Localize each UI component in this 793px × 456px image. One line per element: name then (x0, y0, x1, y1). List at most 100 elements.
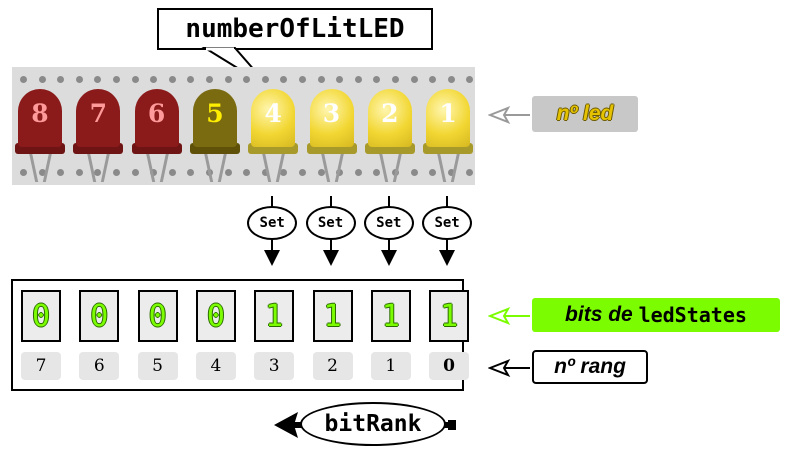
breadboard-hole (317, 169, 325, 176)
breadboard-hole (447, 76, 455, 83)
led-leg (261, 152, 272, 182)
led-leg (145, 152, 155, 182)
breadboard-hole (94, 169, 102, 176)
bit-cell: 1 (429, 290, 470, 342)
breadboard-hole (75, 76, 83, 83)
bit-cell: 0 (137, 290, 178, 342)
breadboard-hole (447, 169, 455, 176)
rank-cell: 5 (137, 352, 178, 380)
breadboard-hole (94, 76, 102, 83)
led-dome (18, 89, 62, 147)
breadboard-hole (280, 76, 288, 83)
led-leg (436, 152, 447, 182)
led-number: 3 (322, 99, 341, 128)
breadboard-hole (243, 169, 251, 176)
bit-cell: 1 (312, 290, 353, 342)
led-number: 8 (31, 99, 49, 128)
led-number: 1 (439, 99, 457, 128)
breadboard-hole (224, 76, 232, 83)
rank-arrow (488, 359, 530, 377)
breadboard-hole (131, 76, 139, 83)
led-leg (159, 152, 169, 182)
rank-cell: 7 (21, 352, 61, 380)
breadboard-hole (75, 169, 83, 176)
breadboard-hole (410, 76, 418, 83)
led-rim (364, 143, 415, 154)
led-number-label: nº led (532, 96, 638, 132)
breadboard-hole (38, 76, 46, 83)
bitrank-variable: bitRank (300, 402, 446, 446)
breadboard-hole (280, 169, 288, 176)
led-rim (131, 143, 182, 154)
led-dome (367, 89, 412, 147)
led-leg (203, 152, 214, 182)
breadboard-hole (224, 169, 232, 176)
breadboard-hole (150, 169, 158, 176)
breadboard-hole (410, 169, 418, 176)
breadboard-hole (299, 169, 306, 176)
breadboard-hole (354, 76, 362, 83)
rank-cell: 4 (195, 352, 236, 380)
breadboard-hole (20, 76, 27, 83)
led-leg (275, 152, 286, 182)
bits-label-variable: ledStates (638, 303, 747, 327)
breadboard-hole (299, 76, 306, 83)
breadboard-hole (466, 169, 474, 176)
breadboard-hole (336, 76, 344, 83)
bits-label-prefix: bits de (565, 303, 639, 326)
led-leg (378, 152, 388, 182)
set-arrow-head (380, 250, 397, 266)
set-arrow-head (264, 250, 281, 266)
led-rim (423, 143, 474, 154)
led-leg (87, 152, 97, 182)
led-leg (101, 152, 111, 182)
set-button: Set (247, 206, 298, 240)
breadboard-hole (392, 76, 399, 83)
led-leg (320, 152, 330, 182)
rank-cell: 1 (370, 352, 411, 380)
breadboard-hole (206, 76, 213, 83)
led-number: 7 (89, 99, 107, 128)
breadboard-hole (57, 169, 65, 176)
breadboard-hole (168, 169, 176, 176)
breadboard-hole (429, 169, 437, 176)
breadboard-hole (57, 76, 65, 83)
led-rim (189, 143, 240, 154)
set-button: Set (305, 206, 356, 240)
set-arrow-head (439, 250, 456, 266)
led-dome (192, 89, 237, 147)
number-of-lit-led-label: numberOfLitLED (157, 8, 433, 50)
led-leg (28, 152, 39, 182)
breadboard-hole (168, 76, 176, 83)
set-button: Set (363, 206, 414, 240)
breadboard-hole (429, 76, 437, 83)
breadboard-hole (187, 76, 195, 83)
breadboard-hole (243, 76, 251, 83)
led-rim (73, 143, 124, 154)
led-leg (392, 152, 402, 182)
breadboard-hole (38, 169, 46, 176)
breadboard-hole (373, 76, 381, 83)
led-rim (248, 143, 299, 154)
bit-cell: 0 (21, 290, 61, 342)
set-arrow-head (322, 250, 339, 266)
breadboard-hole (150, 76, 158, 83)
led-leg (217, 152, 228, 182)
breadboard-hole (317, 76, 325, 83)
bits-arrow (488, 307, 530, 325)
led-leg (450, 152, 461, 182)
led-dome (134, 89, 179, 147)
breadboard-hole (466, 76, 474, 83)
led-number: 2 (381, 99, 399, 128)
breadboard-hole (113, 169, 120, 176)
led-leg (42, 152, 53, 182)
led-rim (306, 143, 357, 154)
led-dome (76, 89, 121, 147)
led-number-arrow (488, 106, 530, 124)
led-leg (334, 152, 344, 182)
breadboard-hole (187, 169, 195, 176)
breadboard-hole (20, 169, 27, 176)
breadboard-hole (131, 169, 139, 176)
